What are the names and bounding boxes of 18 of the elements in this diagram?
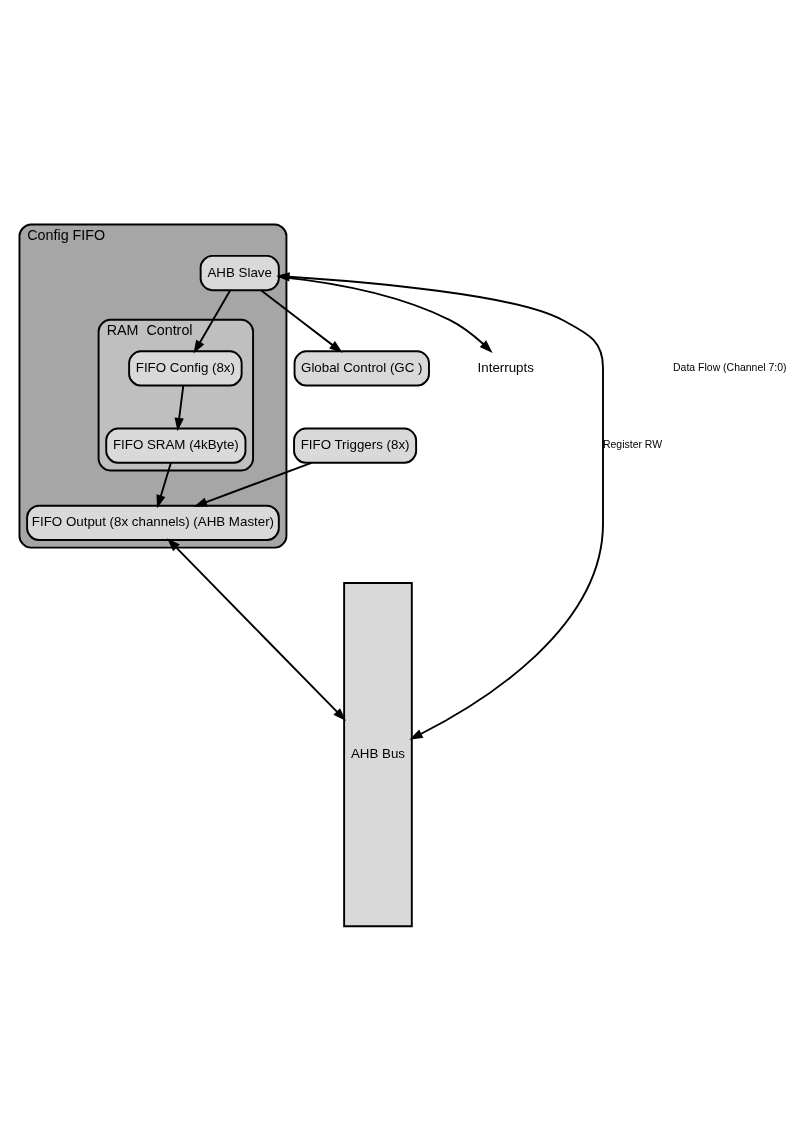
arrow <box>276 271 604 740</box>
arrow <box>156 461 172 508</box>
node-box: FIFO Config (8x) <box>128 349 243 387</box>
arrow <box>278 275 493 353</box>
node-box: FIFO Triggers (8x) <box>293 427 418 464</box>
node-box: AHB Bus <box>343 581 413 927</box>
node-box: AHB Slave <box>199 254 280 291</box>
arrow <box>193 288 232 354</box>
node-box: FIFO Output (8x channels) (AHB Master) <box>26 504 280 541</box>
arrow <box>193 461 313 507</box>
arrow <box>167 537 347 721</box>
node-box: Global Control (GC ) <box>293 349 430 387</box>
node-text: Interrupts <box>477 359 534 375</box>
edge-label: Register RW <box>602 438 663 450</box>
node-box: FIFO SRAM (4kByte) <box>105 427 247 464</box>
arrow <box>260 288 343 353</box>
label: Data Flow (Channel 7:0) <box>673 361 787 373</box>
arrow <box>174 384 185 431</box>
